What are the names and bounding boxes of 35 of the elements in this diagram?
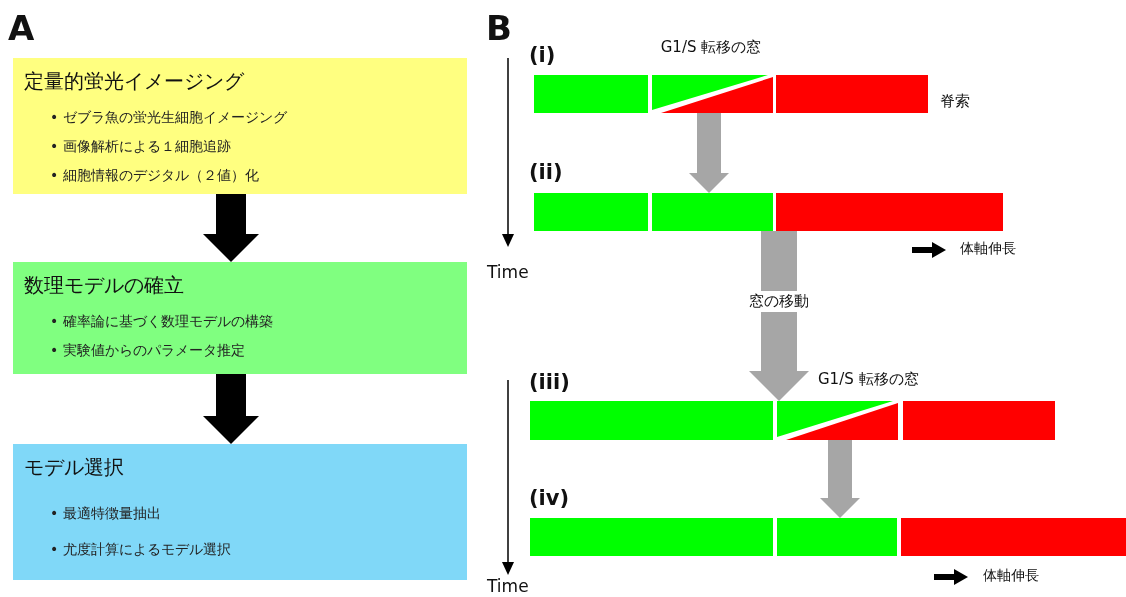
- segmented-bar: [534, 193, 1003, 231]
- axis-label: Time: [487, 576, 529, 596]
- step-card: [13, 444, 467, 580]
- panel-letter: A: [8, 8, 35, 48]
- step-card: [13, 262, 467, 374]
- step-card: [13, 58, 467, 194]
- bullet-item: • 尤度計算によるモデル選択: [50, 540, 231, 559]
- bullet-item: • 画像解析による１細胞追跡: [50, 137, 231, 156]
- bullet-item: • 実験値からのパラメータ推定: [50, 341, 245, 360]
- bullet-item: • 細胞情報のデジタル（２値）化: [50, 166, 259, 185]
- row-label: (iv): [529, 486, 570, 510]
- block-arrow: [820, 440, 860, 518]
- bullet-item: • 確率論に基づく数理モデルの構築: [50, 312, 273, 331]
- axis-label: Time: [487, 262, 529, 282]
- row-label: (ii): [529, 160, 563, 184]
- segmented-bar: [530, 518, 1126, 556]
- block-arrow: [689, 113, 729, 193]
- direction-label: 体軸伸長: [983, 567, 1039, 585]
- bullet-item: • ゼブラ魚の蛍光生細胞イメージング: [50, 108, 287, 127]
- direction-label: 体軸伸長: [960, 240, 1016, 258]
- region-label: 脊索: [940, 92, 970, 111]
- block-arrow: [749, 231, 809, 401]
- segmented-bar: [534, 75, 928, 113]
- row-label: (i): [529, 43, 556, 67]
- card-heading: 定量的蛍光イメージング: [24, 68, 245, 95]
- window-label: G1/S 転移の窓: [818, 370, 919, 389]
- card-heading: モデル選択: [24, 454, 125, 481]
- block-arrow: [203, 194, 259, 262]
- block-arrow: [203, 374, 259, 444]
- bullet-item: • 最適特徴量抽出: [50, 504, 161, 523]
- segmented-bar: [530, 401, 1055, 440]
- window-label: G1/S 転移の窓: [659, 38, 763, 57]
- row-label: (iii): [529, 370, 570, 394]
- panel-letter: B: [486, 8, 512, 48]
- card-heading: 数理モデルの確立: [24, 272, 185, 299]
